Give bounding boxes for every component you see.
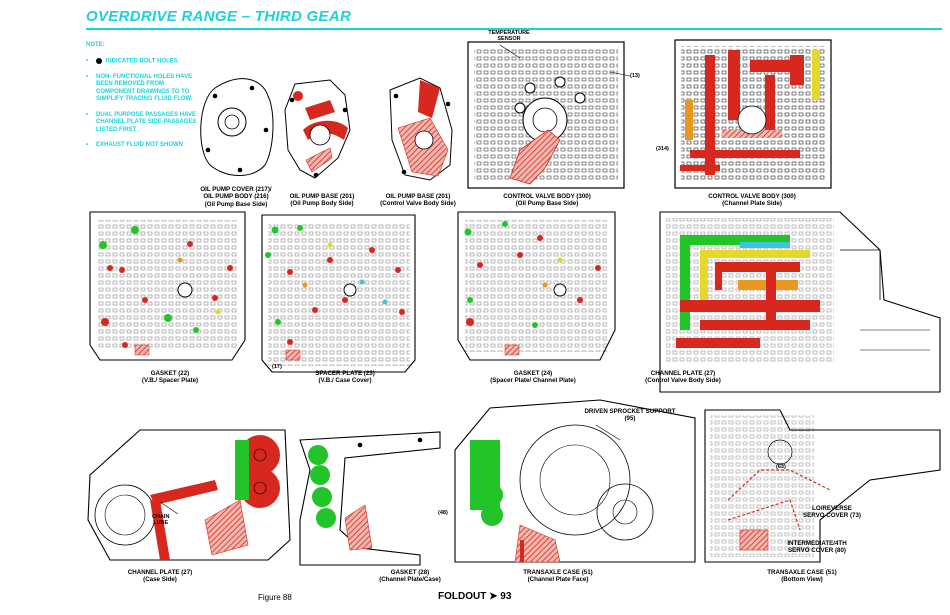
- note-item-text: NON- FUNCTIONAL HOLES HAVE BEEN REMOVED …: [96, 73, 193, 103]
- caption-line: (Spacer Plate/ Channel Plate): [490, 377, 576, 385]
- caption-gasket-28: GASKET (28) (Channel Plate/Case): [360, 569, 460, 584]
- callout-line: (95): [624, 415, 636, 423]
- caption-line: CHANNEL PLATE (27): [127, 569, 193, 576]
- lo-reverse-servo-cover-label: LO/REVERSE SERVO COVER (73): [796, 505, 868, 520]
- figure-label: Figure 88: [258, 593, 292, 602]
- caption-line: GASKET (22): [150, 370, 190, 377]
- caption-spacer-plate-23: SPACER PLATE (23) (V.B./ Case Cover): [300, 370, 390, 385]
- caption-line: OIL PUMP COVER (217)/: [200, 186, 272, 193]
- callout-line: LO/REVERSE: [812, 505, 852, 512]
- caption-line: (V.B./ Case Cover): [318, 377, 372, 385]
- caption-line: (Oil Pump Base Side): [515, 200, 579, 208]
- bullet-icon: •: [86, 73, 89, 80]
- caption-line: (V.B./ Spacer Plate): [141, 377, 199, 385]
- channel-plate-valve-side-drawing: [659, 211, 941, 393]
- oil-pump-base-valve-side-drawing: [389, 77, 453, 181]
- caption-line: OIL PUMP BODY (216): [203, 193, 269, 201]
- transaxle-case-channel-face-drawing: [454, 399, 696, 563]
- driven-sprocket-support-label: DRIVEN SPROCKET SUPPORT (95): [582, 408, 678, 423]
- temperature-sensor-label: TEMPERATURE SENSOR: [488, 30, 530, 42]
- caption-line: (Channel Plate Side): [722, 200, 782, 208]
- channel-plate-case-side-drawing: [87, 429, 291, 561]
- note-item: • INDICATED BOLT HOLES: [86, 57, 198, 66]
- spacer-plate-23-drawing: [261, 214, 416, 373]
- gasket-22-drawing: [89, 211, 246, 361]
- caption-gasket-24: GASKET (24) (Spacer Plate/ Channel Plate…: [478, 370, 588, 385]
- caption-line: CHANNEL PLATE (27): [650, 370, 716, 377]
- note-item-text: DUAL PURPOSE PASSAGES HAVE CHANNEL PLATE…: [96, 111, 197, 133]
- ref-13-label: (13): [630, 73, 640, 79]
- note-item-text: INDICATED BOLT HOLES: [105, 58, 178, 65]
- caption-line: (Control Valve Body Side): [380, 200, 456, 208]
- callout-line: SERVO COVER (73): [803, 512, 861, 520]
- note-box: NOTE: • INDICATED BOLT HOLES • NON- FUNCT…: [86, 42, 198, 158]
- caption-channel-plate-case-side: CHANNEL PLATE (27) (Case Side): [115, 569, 205, 584]
- caption-line: (Case Side): [143, 576, 177, 584]
- caption-line: GASKET (24): [513, 370, 553, 377]
- oil-pump-cover-drawing: [200, 78, 274, 176]
- caption-line: TRANSAXLE CASE (51): [767, 569, 837, 576]
- ref-48-label: (48): [438, 510, 448, 516]
- caption-line: GASKET (28): [390, 569, 430, 576]
- control-valve-body-channel-side-drawing: [674, 39, 832, 189]
- callout-line: INTERMEDIATE/4TH: [787, 540, 847, 547]
- caption-line: (Control Valve Body Side): [645, 377, 721, 385]
- callout-line: DRIVEN SPROCKET SUPPORT: [584, 408, 676, 415]
- caption-line: TRANSAXLE CASE (51): [523, 569, 593, 576]
- caption-line: (Bottom View): [781, 576, 823, 584]
- callout-line: SERVO COVER (80): [788, 547, 846, 555]
- gasket-24-drawing: [457, 211, 616, 361]
- caption-transaxle-case-bottom-view: TRANSAXLE CASE (51) (Bottom View): [752, 569, 852, 584]
- caption-line: (Oil Pump Base Side): [204, 200, 268, 208]
- caption-line: CONTROL VALVE BODY (300): [503, 193, 591, 200]
- caption-line: SPACER PLATE (23): [315, 370, 375, 377]
- ref-17-label: (17): [272, 364, 282, 370]
- note-item-text: EXHAUST FLUID NOT SHOWN: [96, 142, 183, 149]
- caption-oil-pump-base-valve-side: OIL PUMP BASE (201) (Control Valve Body …: [372, 193, 464, 208]
- title-underline: [86, 28, 942, 30]
- caption-channel-plate-valve-side: CHANNEL PLATE (27) (Control Valve Body S…: [628, 370, 738, 385]
- caption-line: (Oil Pump Body Side): [290, 200, 354, 208]
- caption-line: OIL PUMP BASE (201): [385, 193, 451, 200]
- callout-line: LUBE: [153, 520, 169, 527]
- bullet-icon: •: [86, 57, 89, 64]
- caption-control-valve-body-channel-side: CONTROL VALVE BODY (300) (Channel Plate …: [700, 193, 804, 208]
- caption-line: (Channel Plate/Case): [379, 576, 441, 584]
- bolt-hole-icon: [96, 57, 102, 64]
- ref-314-label: (314): [656, 146, 669, 152]
- bullet-icon: •: [86, 111, 89, 118]
- transaxle-case-bottom-view-drawing: [704, 409, 941, 563]
- bullet-icon: •: [86, 142, 89, 149]
- note-heading: NOTE:: [86, 42, 105, 48]
- foldout-reference: FOLDOUT ➤ 93: [438, 591, 512, 602]
- caption-line: (Channel Plate Face): [527, 576, 589, 584]
- caption-oil-pump-base-body-side: OIL PUMP BASE (201) (Oil Pump Body Side): [282, 193, 362, 208]
- page-title: OVERDRIVE RANGE – THIRD GEAR: [86, 8, 352, 25]
- note-item: • EXHAUST FLUID NOT SHOWN: [86, 142, 198, 150]
- intermediate-servo-cover-label: INTERMEDIATE/4TH SERVO COVER (80): [772, 540, 862, 555]
- callout-line: CHAIN: [152, 514, 170, 520]
- caption-oil-pump-cover: OIL PUMP COVER (217)/ OIL PUMP BODY (216…: [195, 186, 277, 208]
- note-item: • DUAL PURPOSE PASSAGES HAVE CHANNEL PLAT…: [86, 112, 198, 135]
- ref-63-label: (63): [776, 464, 786, 470]
- note-item: • NON- FUNCTIONAL HOLES HAVE BEEN REMOVED…: [86, 74, 198, 104]
- caption-line: CONTROL VALVE BODY (300): [708, 193, 796, 200]
- caption-line: OIL PUMP BASE (201): [289, 193, 355, 200]
- caption-transaxle-case-channel-face: TRANSAXLE CASE (51) (Channel Plate Face): [508, 569, 608, 584]
- caption-control-valve-body-pump-side: CONTROL VALVE BODY (300) (Oil Pump Base …: [495, 193, 599, 208]
- control-valve-body-pump-side-drawing: [467, 41, 631, 189]
- gasket-28-drawing: [299, 431, 441, 566]
- chain-lube-label: CHAIN LUBE: [152, 514, 169, 526]
- oil-pump-base-body-side-drawing: [284, 79, 351, 179]
- caption-gasket-22: GASKET (22) (V.B./ Spacer Plate): [125, 370, 215, 385]
